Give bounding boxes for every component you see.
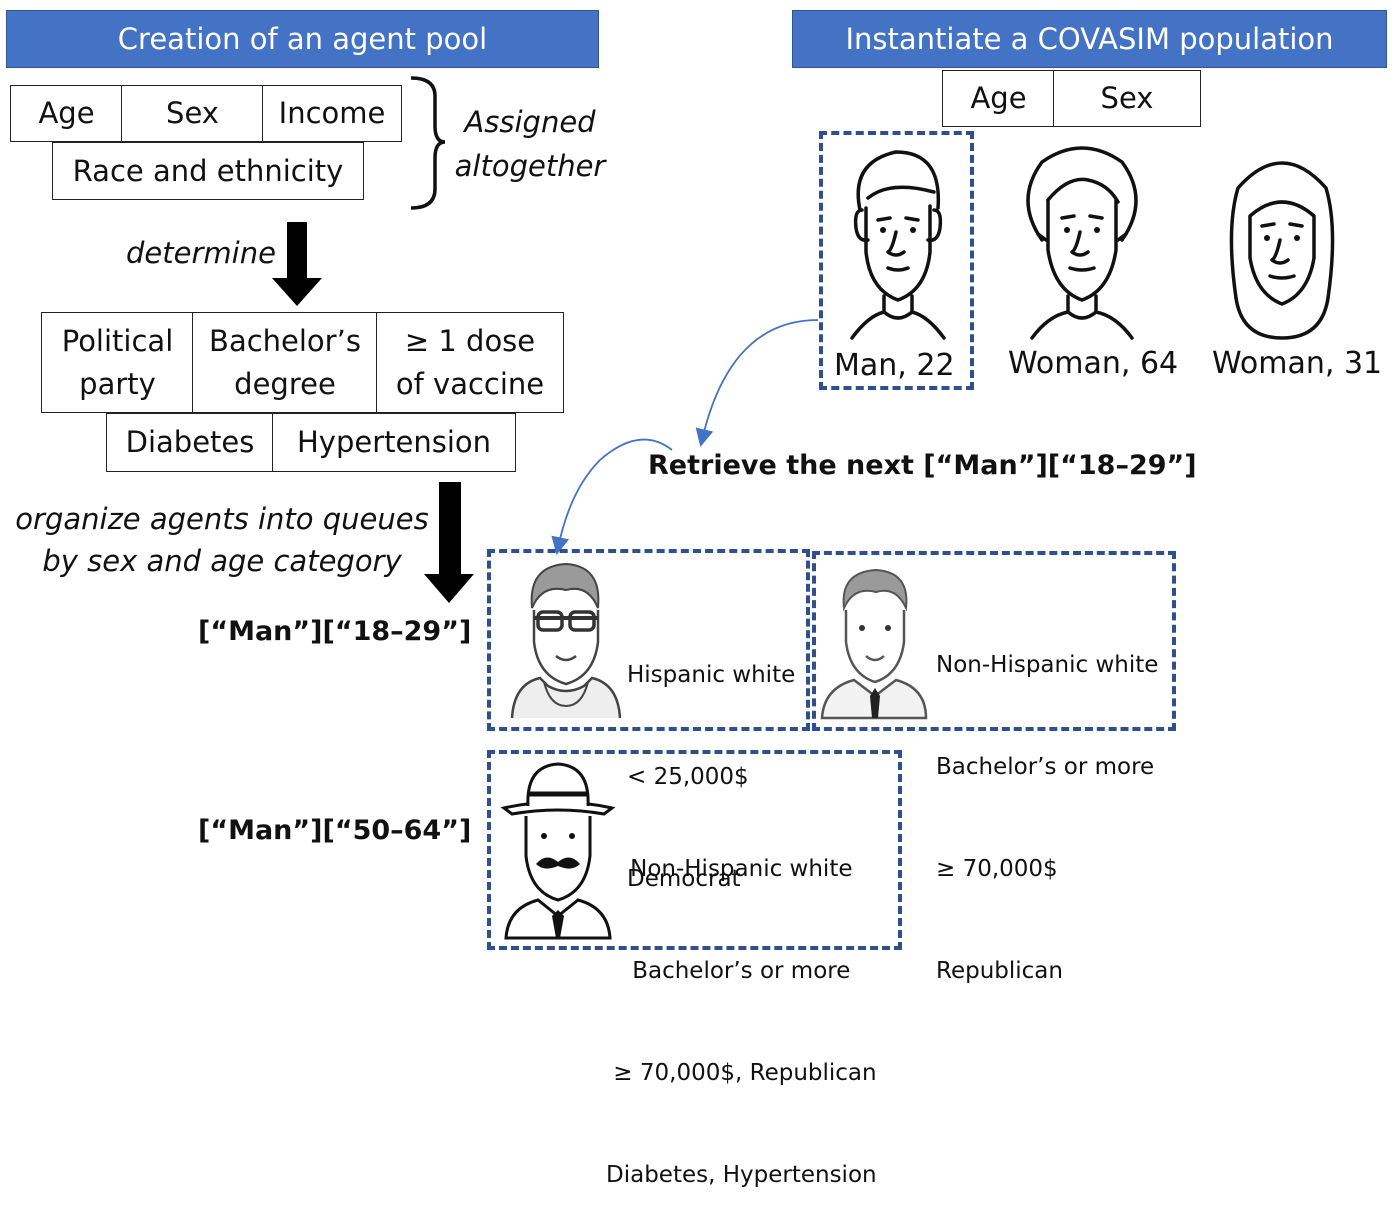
- queue-card-1-text: Hispanic white < 25,000$ Democrat: [627, 662, 796, 892]
- agent-pool-header: Creation of an agent pool: [6, 10, 599, 68]
- attr-sex: Sex: [121, 85, 264, 142]
- queue-card-1: [487, 549, 810, 731]
- man-hat-mustache-icon: [500, 762, 616, 940]
- derived-hypertension: Hypertension: [272, 413, 516, 472]
- young-man-icon: [850, 150, 946, 340]
- queue-label-50-64: [“Man”][“50–64”]: [198, 815, 472, 846]
- determine-arrow: [272, 222, 322, 306]
- curly-brace: [410, 76, 446, 210]
- attr-age: Age: [10, 85, 123, 142]
- attr-race-ethnicity: Race and ethnicity: [52, 142, 364, 200]
- brace-label: Assigned altogether: [454, 105, 606, 183]
- man-suit-icon: [820, 568, 928, 720]
- queue-card-2-text: Non-Hispanic white Bachelor’s or more ≥ …: [936, 652, 1159, 984]
- organize-label: organize agents into queues by sex and a…: [15, 502, 429, 578]
- attr-income: Income: [262, 85, 402, 142]
- covasim-attr-age: Age: [942, 70, 1055, 127]
- person-caption-1: Man, 22: [834, 348, 955, 383]
- queue-card-3-text: Non-Hispanic white Bachelor’s or more ≥ …: [606, 856, 877, 1188]
- covasim-attr-sex: Sex: [1053, 70, 1201, 127]
- person-caption-3: Woman, 31: [1212, 346, 1383, 381]
- derived-diabetes: Diabetes: [106, 413, 274, 472]
- queue-card-3: [487, 750, 902, 950]
- man-glasses-hoodie-icon: [510, 562, 622, 719]
- woman-hijab-icon: [1229, 161, 1335, 340]
- queue-card-2: [812, 551, 1176, 731]
- retrieve-label: Retrieve the next [“Man”][“18–29”]: [648, 450, 1197, 481]
- queue-label-18-29: [“Man”][“18–29”]: [198, 616, 472, 647]
- determine-label: determine: [126, 236, 276, 270]
- selected-person-highlight: [819, 131, 974, 390]
- older-woman-icon: [1026, 146, 1138, 340]
- retrieve-connector: [551, 319, 819, 556]
- organize-arrow: [424, 482, 474, 603]
- covasim-header: Instantiate a COVASIM population: [792, 10, 1387, 68]
- person-caption-2: Woman, 64: [1008, 346, 1179, 381]
